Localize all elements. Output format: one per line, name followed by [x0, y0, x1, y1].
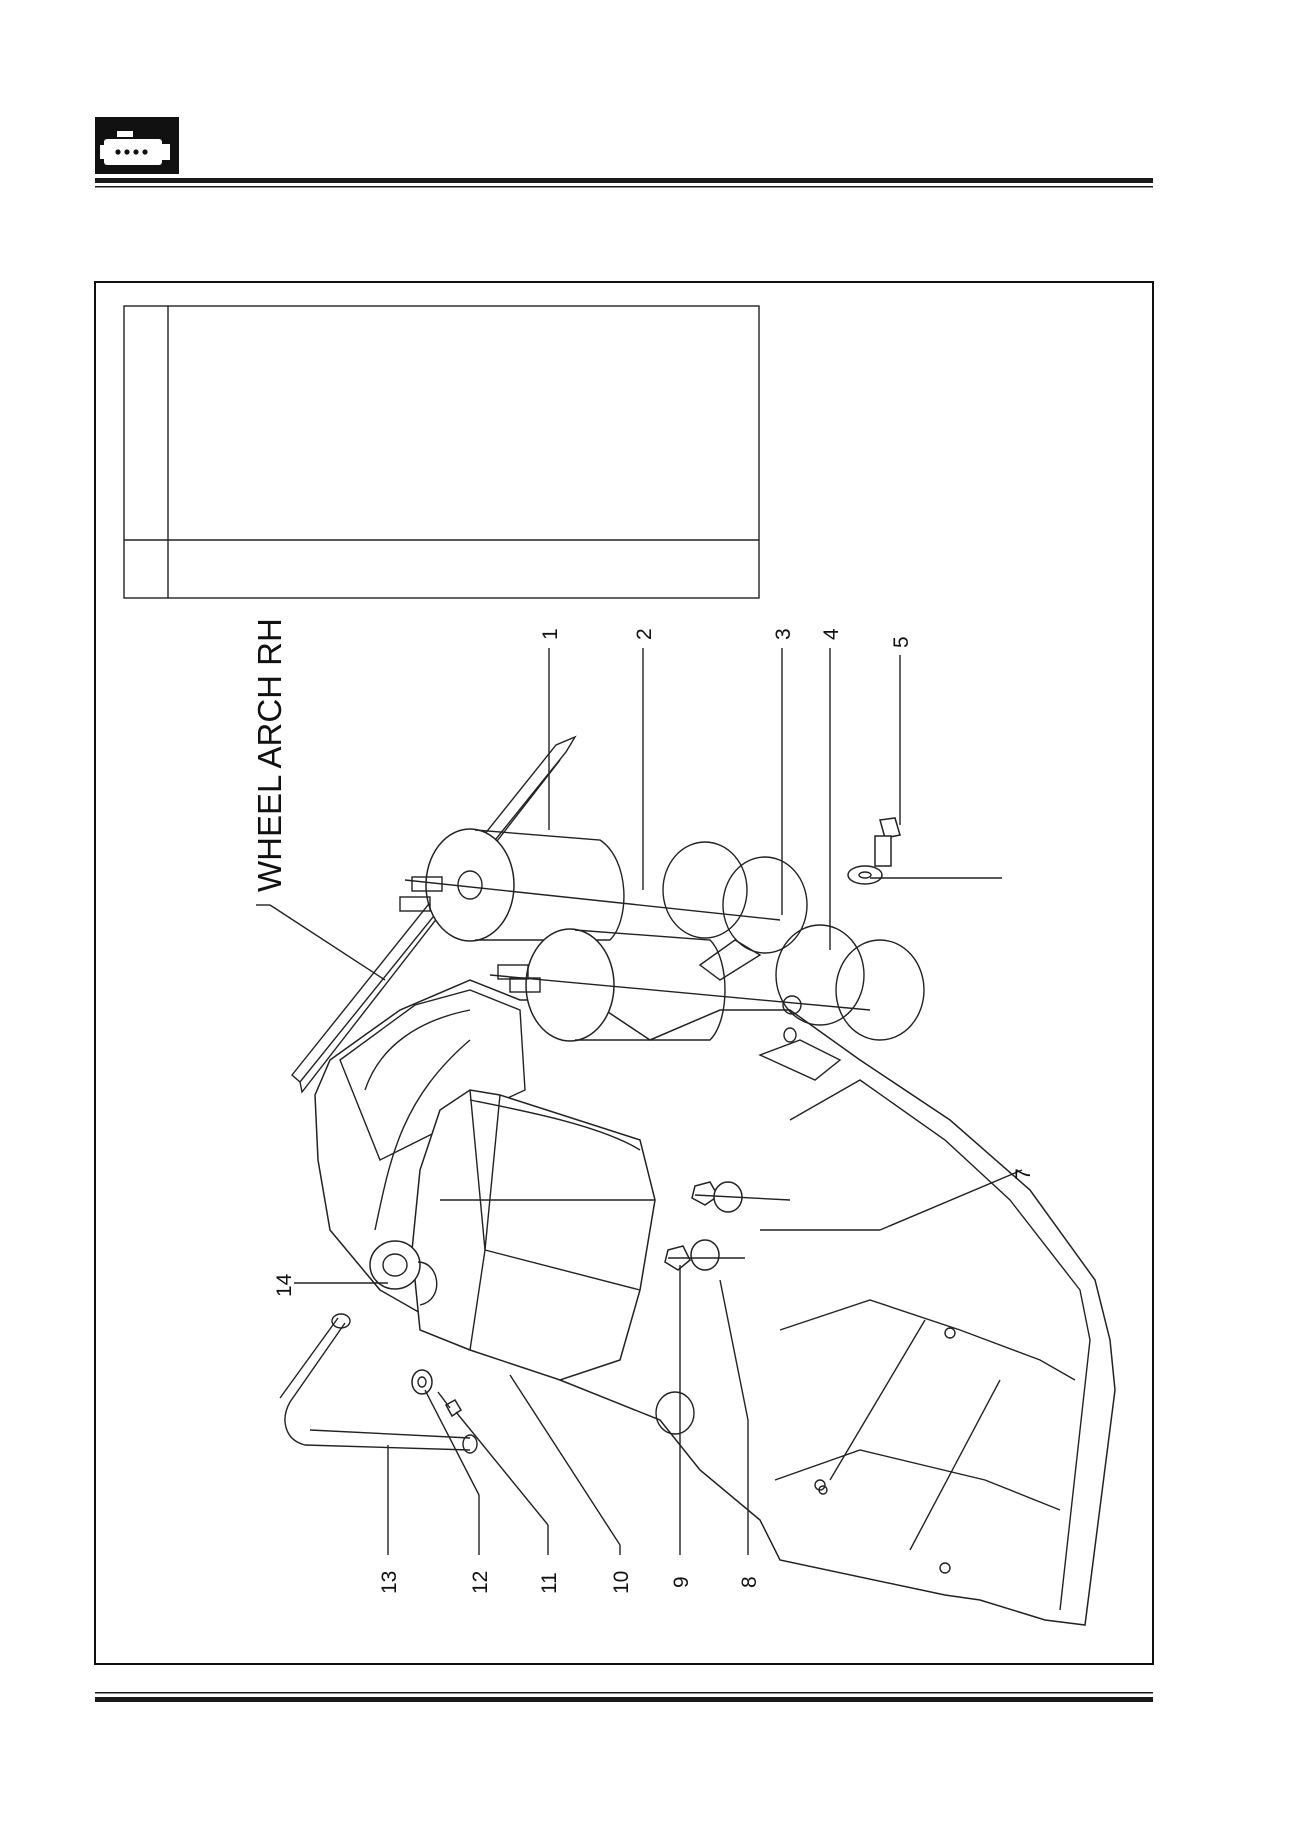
fuel-filter-lower	[489, 928, 871, 1042]
header-logo	[95, 117, 179, 174]
callout-2: 2	[633, 628, 656, 640]
parts-table-box	[123, 305, 760, 599]
leader-lines	[256, 648, 1023, 1555]
engine-icon	[100, 131, 170, 165]
callout-9: 9	[670, 1576, 693, 1588]
bolts-8-9	[664, 1181, 791, 1271]
bolt-and-washer	[847, 817, 901, 885]
callout-10: 10	[610, 1571, 633, 1594]
figure-labels: WHEEL ARCH RH 1 2 3 4 5 7 8 9 10 11 12 1…	[251, 618, 1035, 1594]
filter-clamps	[662, 841, 925, 1081]
hose-13	[279, 1313, 478, 1454]
wheel-arch-label: WHEEL ARCH RH	[251, 618, 288, 892]
bracket-assembly-drawing	[279, 735, 1116, 1626]
callout-13: 13	[378, 1571, 401, 1594]
callout-5: 5	[890, 636, 913, 648]
header-rule	[95, 178, 1153, 188]
figure-frame	[94, 281, 1154, 1665]
callout-4: 4	[820, 628, 843, 640]
washer-and-screw	[411, 1369, 463, 1418]
callout-8: 8	[738, 1576, 761, 1588]
callout-1: 1	[539, 628, 562, 640]
footer-rule	[95, 1692, 1153, 1702]
grommet-14	[369, 1240, 438, 1306]
callout-14: 14	[273, 1273, 296, 1297]
callout-7: 7	[1012, 1168, 1035, 1180]
callout-11: 11	[538, 1572, 561, 1594]
callout-12: 12	[469, 1571, 492, 1594]
callout-3: 3	[772, 628, 795, 640]
fuel-filter-upper	[399, 828, 781, 942]
